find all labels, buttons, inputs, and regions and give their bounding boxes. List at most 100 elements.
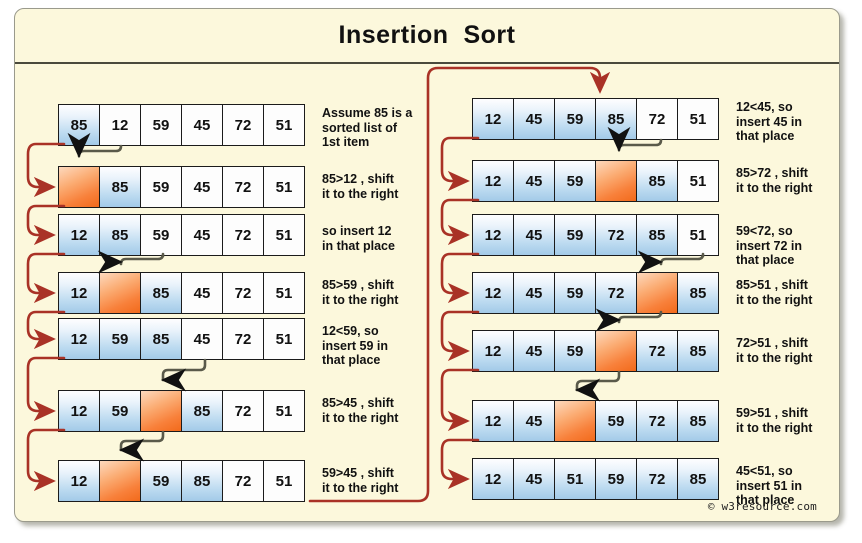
- array-cell: 51: [263, 214, 305, 256]
- title-bar: Insertion Sort: [15, 9, 839, 64]
- array-cell: 72: [595, 272, 637, 314]
- array-cell: 45: [181, 104, 223, 146]
- array-cell: 51: [263, 460, 305, 502]
- array-cell: 51: [263, 166, 305, 208]
- array-cell: 85: [140, 318, 182, 360]
- array-cell: 45: [181, 272, 223, 314]
- array-cell: 72: [636, 400, 678, 442]
- step-note: 45<51, so insert 51 in that place: [736, 464, 802, 507]
- array-cell: 72: [222, 214, 264, 256]
- array-cell: 72: [595, 214, 637, 256]
- array-cell: 12: [58, 318, 100, 360]
- step-note: 59>45 , shift it to the right: [322, 466, 399, 495]
- array-cell: [99, 272, 141, 314]
- array-cell: 51: [263, 390, 305, 432]
- array-cell: 72: [636, 98, 678, 140]
- array-cell: 51: [554, 458, 596, 500]
- array-cell: 12: [472, 160, 514, 202]
- array-cell: [554, 400, 596, 442]
- step-note: 85>51 , shift it to the right: [736, 278, 813, 307]
- array-cell: 12: [58, 460, 100, 502]
- diagram-card: Insertion Sort © w3resource.com: [14, 8, 840, 522]
- array-cell: [595, 330, 637, 372]
- array-cell: 59: [140, 104, 182, 146]
- step-note: so insert 12 in that place: [322, 224, 395, 253]
- array-cell: 12: [58, 214, 100, 256]
- array-cell: 59: [99, 318, 141, 360]
- array-cell: 85: [677, 330, 719, 372]
- array-cell: 51: [677, 160, 719, 202]
- array-cell: [99, 460, 141, 502]
- step-note: 85>59 , shift it to the right: [322, 278, 399, 307]
- array-cell: 45: [181, 214, 223, 256]
- credit-watermark: © w3resource.com: [707, 500, 817, 513]
- array-cell: 12: [99, 104, 141, 146]
- array-cell: 45: [513, 400, 555, 442]
- array-cell: 45: [513, 330, 555, 372]
- array-cell: 85: [181, 390, 223, 432]
- array-cell: 72: [636, 458, 678, 500]
- array-cell: 72: [222, 390, 264, 432]
- array-cell: 59: [554, 214, 596, 256]
- array-cell: 59: [554, 272, 596, 314]
- array-cell: 51: [677, 98, 719, 140]
- array-cell: 12: [472, 458, 514, 500]
- step-note: 59<72, so insert 72 in that place: [736, 224, 802, 267]
- step-note: 85>72 , shift it to the right: [736, 166, 813, 195]
- array-cell: 12: [472, 330, 514, 372]
- array-cell: 45: [513, 98, 555, 140]
- array-cell: 59: [140, 214, 182, 256]
- array-cell: 85: [58, 104, 100, 146]
- array-cell: 12: [472, 214, 514, 256]
- array-cell: 72: [222, 318, 264, 360]
- array-cell: 59: [140, 166, 182, 208]
- array-cell: 12: [58, 272, 100, 314]
- array-cell: 85: [181, 460, 223, 502]
- step-note: 12<45, so insert 45 in that place: [736, 100, 802, 143]
- step-note: 72>51 , shift it to the right: [736, 336, 813, 365]
- page-title: Insertion Sort: [338, 21, 516, 49]
- array-cell: 85: [636, 160, 678, 202]
- array-cell: 59: [554, 160, 596, 202]
- array-cell: 12: [472, 98, 514, 140]
- array-cell: 85: [636, 214, 678, 256]
- array-cell: 85: [595, 98, 637, 140]
- array-cell: 51: [263, 104, 305, 146]
- array-cell: 59: [595, 458, 637, 500]
- step-note: 12<59, so insert 59 in that place: [322, 324, 388, 367]
- array-cell: 51: [263, 272, 305, 314]
- array-cell: 59: [554, 98, 596, 140]
- array-cell: 45: [513, 458, 555, 500]
- step-note: 85>12 , shift it to the right: [322, 172, 399, 201]
- array-cell: 72: [636, 330, 678, 372]
- array-cell: 12: [472, 400, 514, 442]
- array-cell: 59: [140, 460, 182, 502]
- array-cell: 85: [99, 214, 141, 256]
- array-cell: [636, 272, 678, 314]
- array-cell: 45: [181, 318, 223, 360]
- array-cell: 45: [513, 272, 555, 314]
- array-cell: 59: [99, 390, 141, 432]
- array-cell: [58, 166, 100, 208]
- array-cell: 12: [58, 390, 100, 432]
- step-note: 85>45 , shift it to the right: [322, 396, 399, 425]
- array-cell: 72: [222, 272, 264, 314]
- array-cell: 59: [554, 330, 596, 372]
- array-cell: 72: [222, 166, 264, 208]
- array-cell: 85: [140, 272, 182, 314]
- step-note: 59>51 , shift it to the right: [736, 406, 813, 435]
- array-cell: 59: [595, 400, 637, 442]
- array-cell: 45: [513, 214, 555, 256]
